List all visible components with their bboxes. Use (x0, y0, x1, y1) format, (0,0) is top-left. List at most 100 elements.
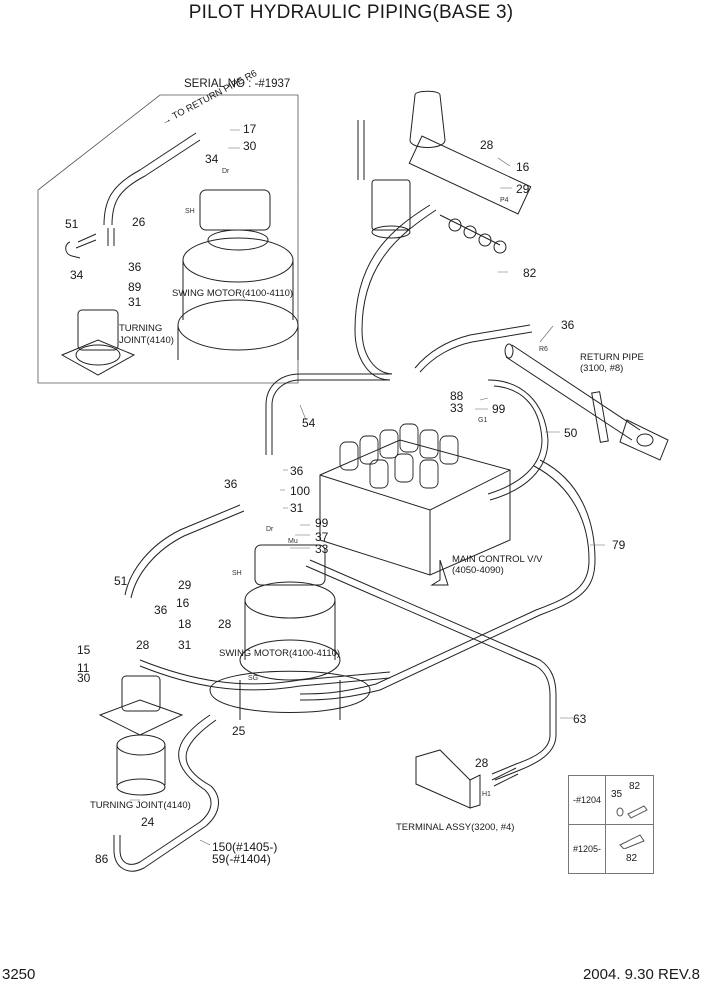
callout-59: 59(-#1404) (212, 852, 271, 866)
callout-31-inset: 31 (128, 295, 142, 309)
main-control-valve-label: MAIN CONTROL V/V (452, 554, 543, 565)
callout-25: 25 (232, 724, 246, 738)
turning-joint-label: TURNING JOINT(4140) (90, 800, 191, 811)
callout-36-b: 36 (224, 477, 238, 491)
callout-29-b: 29 (178, 578, 192, 592)
port-p4: P4 (500, 197, 509, 204)
hose-54 (265, 204, 437, 455)
callout-29-top: 29 (516, 182, 530, 196)
port-sh: SH (232, 570, 242, 577)
callout-34-inset: 34 (70, 268, 84, 282)
pilot-manifold (357, 90, 532, 254)
callout-28-d: 28 (475, 756, 489, 770)
inset-frame (37, 94, 299, 384)
main-control-valve-ref: (4050-4090) (452, 565, 504, 576)
callout-51-main: 51 (114, 574, 128, 588)
callout-50: 50 (564, 426, 578, 440)
hose-50 (414, 324, 549, 501)
callout-24: 24 (141, 815, 155, 829)
inset-swing-motor-label: SWING MOTOR(4100-4110) (172, 288, 294, 299)
inset-hose (65, 132, 201, 259)
callout-31-b: 31 (178, 638, 192, 652)
hose-150 (113, 714, 219, 872)
callout-100: 100 (290, 484, 311, 498)
page-title: PILOT HYDRAULIC PIPING(BASE 3) (188, 2, 514, 23)
part-82: 82 (629, 781, 641, 792)
callout-11: 11 (77, 661, 90, 675)
port-h1: H1 (482, 791, 491, 798)
callout-150: 150(#1405-) (212, 840, 278, 854)
table-row: #1205- 82 (568, 824, 654, 874)
callout-28-top: 28 (480, 138, 494, 152)
callout-18: 18 (178, 617, 192, 631)
main-control-valve (319, 423, 511, 586)
port-dr-inset: Dr (222, 168, 230, 175)
callout-79: 79 (612, 538, 626, 552)
callout-28-c: 28 (136, 638, 150, 652)
hose-63 (305, 559, 557, 781)
swing-motor-label: SWING MOTOR(4100-4110) (219, 648, 341, 659)
callout-54: 54 (302, 416, 316, 430)
port-sg: SG (248, 675, 259, 682)
callout-99-top: 99 (492, 402, 506, 416)
callout-63: 63 (573, 712, 587, 726)
inset-turning-joint-label-2: JOINT(4140) (119, 335, 174, 346)
hose-left (124, 504, 245, 599)
callout-36-c: 36 (154, 603, 168, 617)
callout-16-top: 16 (516, 160, 530, 174)
callout-16-b: 16 (176, 596, 190, 610)
callout-36-a: 36 (290, 464, 304, 478)
port-dr: Dr (266, 526, 274, 533)
serial-variant-table: -#1204 35 82 #1205- 82 (568, 775, 654, 874)
terminal-assy-label: TERMINAL ASSY(3200, #4) (396, 822, 515, 833)
callout-82-top: 82 (523, 266, 537, 280)
callout-33-b: 33 (315, 542, 329, 556)
return-pipe (504, 343, 669, 461)
callout-30: 30 (77, 671, 91, 685)
serial-cell: #1205- (568, 824, 606, 874)
callout-99-b: 99 (315, 516, 329, 530)
callout-89: 89 (128, 280, 142, 294)
callout-17: 17 (243, 122, 257, 136)
inset-turning-joint-label-1: TURNING (119, 323, 163, 334)
callout-88: 88 (450, 389, 464, 403)
callout-26: 26 (132, 215, 146, 229)
port-sh-inset: SH (185, 208, 195, 215)
part-82: 82 (626, 853, 638, 864)
inset-swing-motor (177, 189, 299, 360)
callout-33-top: 33 (450, 401, 464, 415)
table-row: -#1204 35 82 (568, 775, 654, 825)
revision-date: 2004. 9.30 REV.8 (582, 966, 700, 983)
port-g1: G1 (478, 417, 488, 424)
parts-cell: 35 82 (605, 775, 654, 825)
callout-15: 15 (77, 643, 91, 657)
parts-cell: 82 (605, 824, 654, 874)
bolt-icon (619, 834, 645, 849)
hose-tj (139, 659, 391, 691)
port-mu: Mu (288, 538, 298, 545)
part-35: 35 (611, 789, 623, 800)
turning-joint (98, 675, 184, 796)
bolt-washer-icon (616, 805, 648, 819)
callout-34: 34 (205, 152, 219, 166)
callout-51: 51 (65, 217, 79, 231)
terminal-assy (415, 749, 519, 809)
callout-86: 86 (95, 852, 109, 866)
callout-36-r6: 36 (561, 318, 575, 332)
callout-36-inset: 36 (128, 260, 142, 274)
callout-37: 37 (315, 530, 329, 544)
serial-cell: -#1204 (568, 775, 606, 825)
callout-28-b: 28 (218, 617, 232, 631)
callout-31-a: 31 (290, 501, 304, 515)
hose-79 (299, 459, 596, 701)
page-number: 3250 (2, 966, 36, 983)
serial-no-label: SERIAL NO : -#1937 (184, 78, 291, 90)
return-pipe-label: RETURN PIPE (580, 352, 644, 363)
swing-motor (209, 544, 371, 720)
port-r6: R6 (539, 346, 548, 353)
inset-turning-joint (60, 309, 136, 376)
callout-30: 30 (243, 139, 257, 153)
leader-lines (130, 129, 605, 846)
return-pipe-ref: (3100, #8) (580, 363, 624, 374)
